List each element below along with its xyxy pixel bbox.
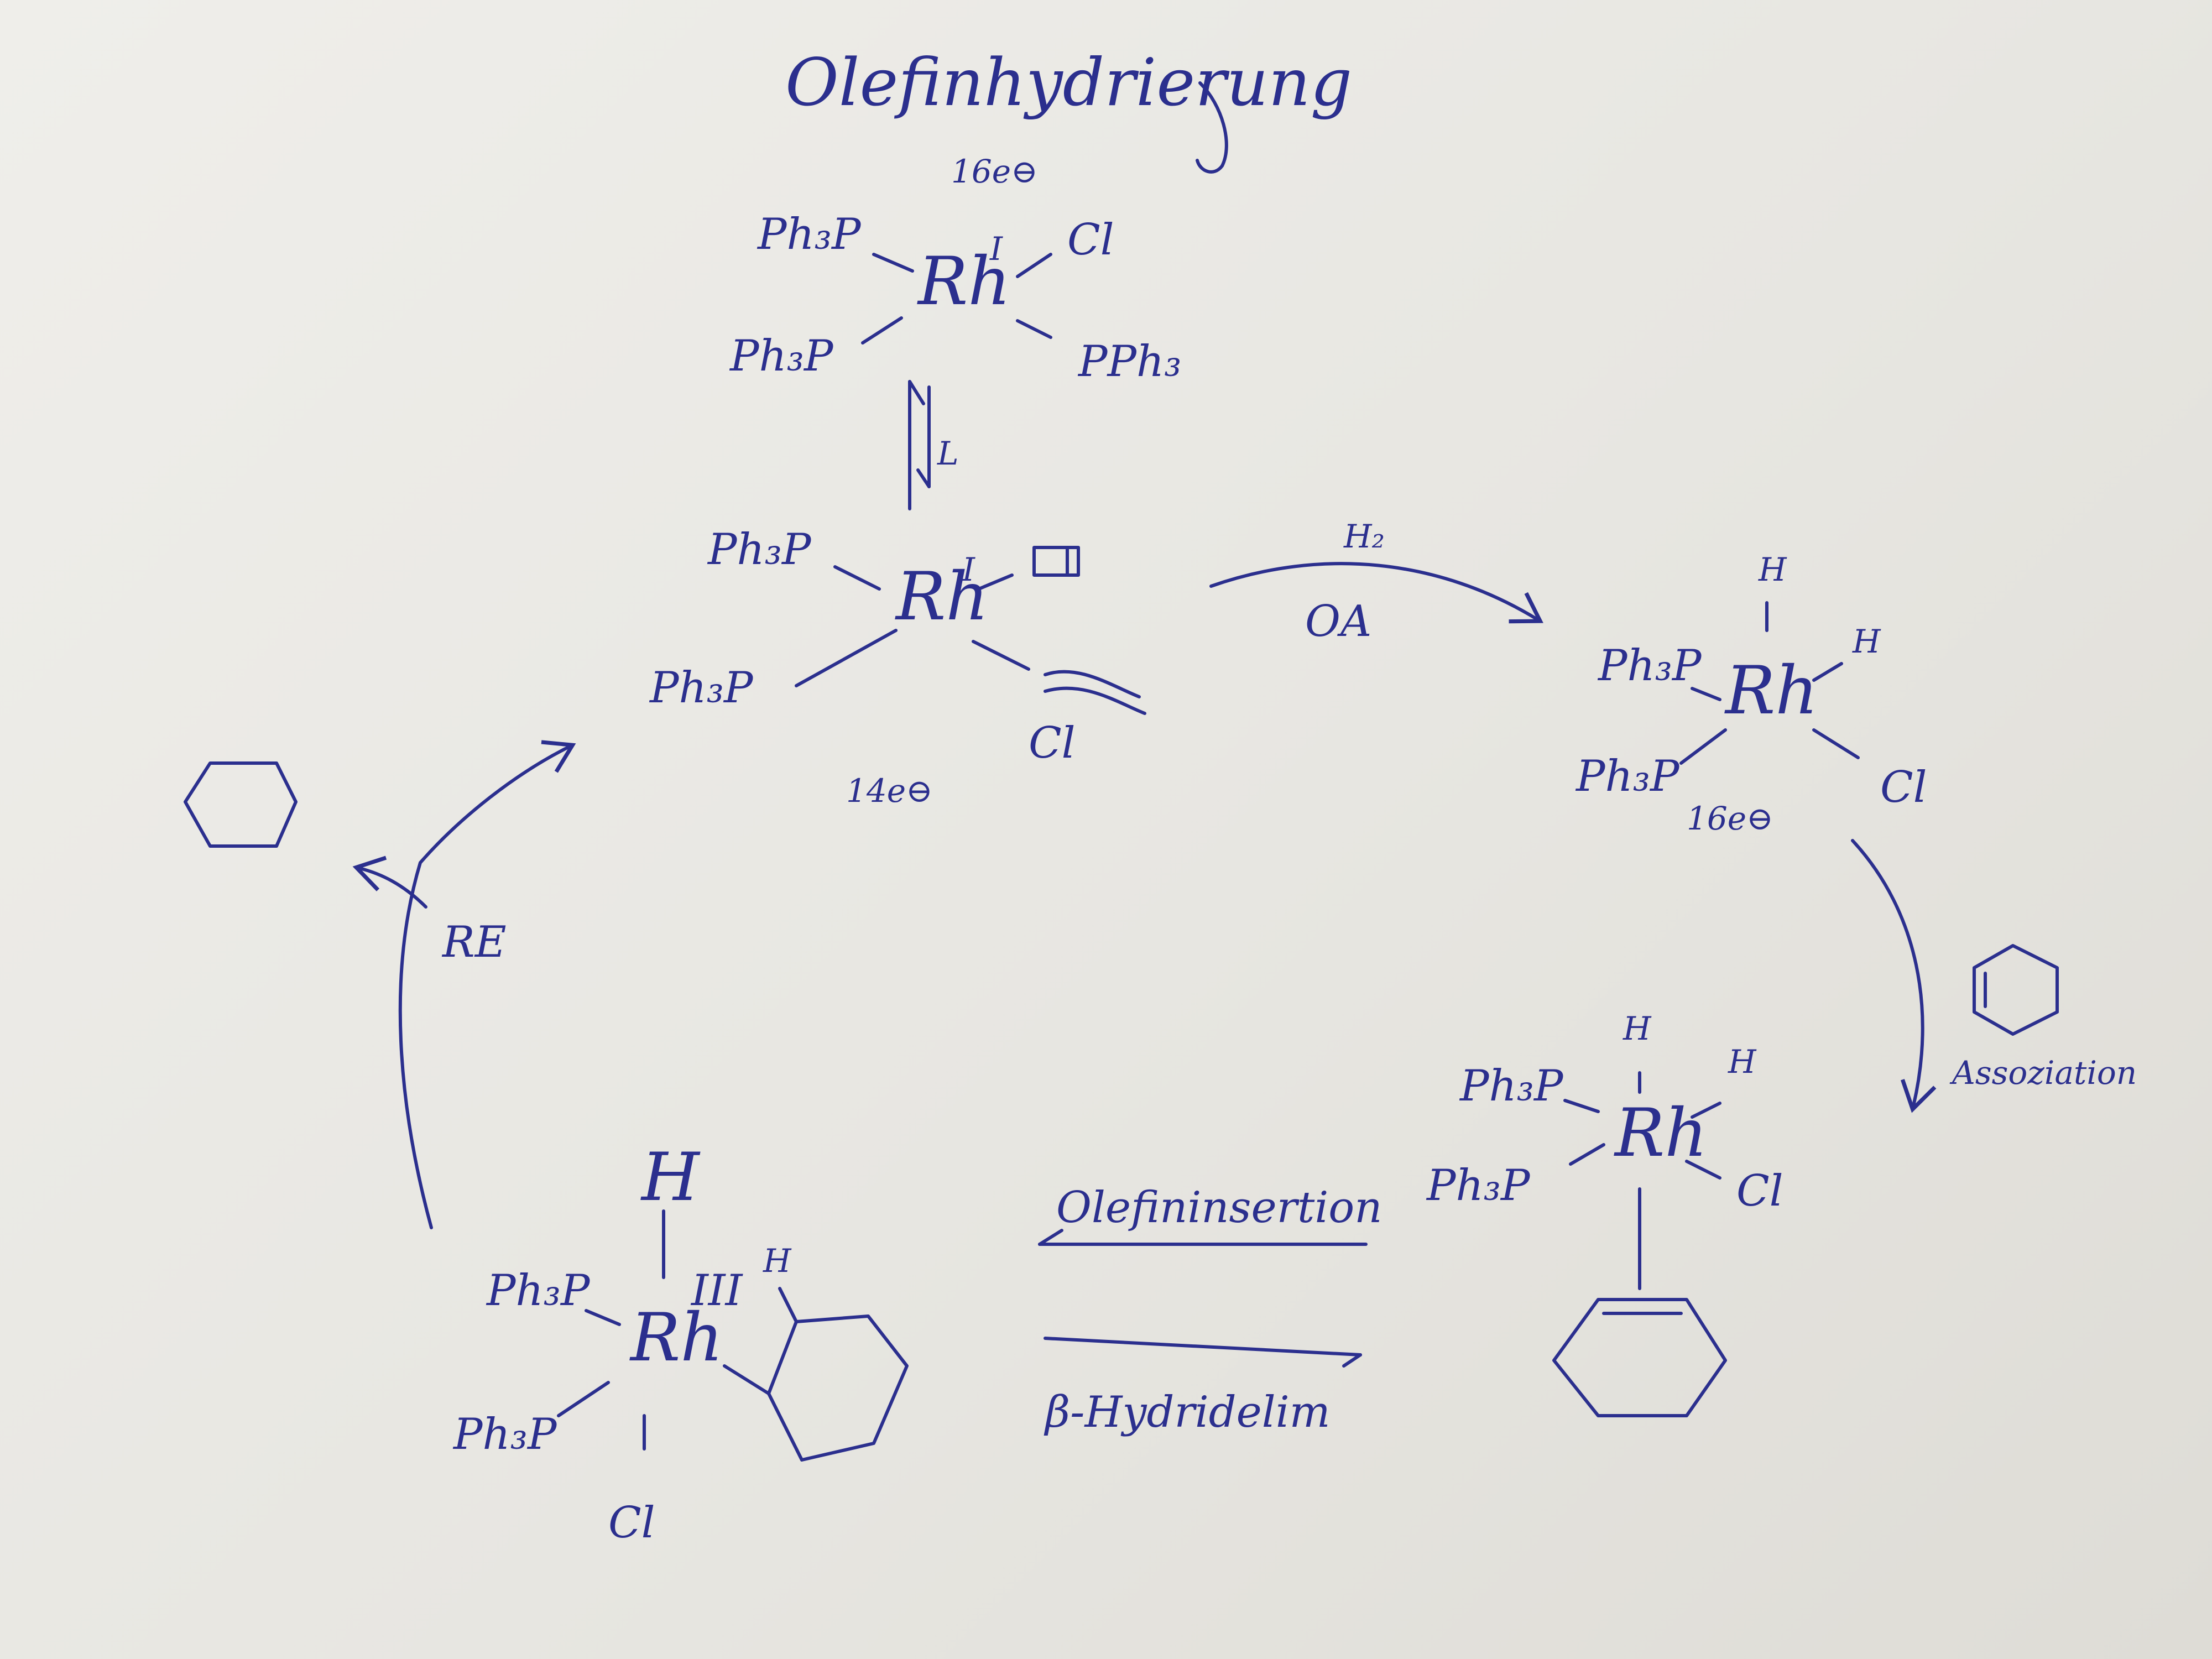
olefin-complex-h-top: H — [1623, 1010, 1652, 1047]
coordinated-cyclohexene-icon — [1552, 1298, 1727, 1417]
oa-product-metal: Rh — [1724, 653, 1818, 729]
re-arrow — [398, 740, 576, 1229]
wilkinson-ligand-bl: Ph₃P — [729, 331, 834, 381]
elimination-label: β-Hydridelim — [1044, 1387, 1331, 1437]
association-arrow — [1851, 839, 1937, 1113]
alkyl-complex-h-ring: H — [763, 1242, 792, 1280]
insertion-label: Olefininsertion — [1056, 1183, 1382, 1233]
dissociation-equilibrium-arrows — [908, 380, 931, 510]
wilkinson-ligand-tr: Cl — [1067, 215, 1114, 265]
oa-label: OA — [1305, 597, 1371, 646]
oa-product-bonds — [1679, 601, 1860, 765]
wilkinson-ligand-tl: Ph₃P — [757, 210, 862, 259]
elimination-arrow — [1044, 1337, 1362, 1357]
olefin-complex-ligand-br: Cl — [1736, 1166, 1783, 1216]
active-oxidation-state: I — [962, 551, 975, 588]
alkyl-complex-bonds — [557, 1209, 770, 1451]
alkyl-complex-ligand-bl: Ph₃P — [452, 1410, 557, 1459]
oa-reagent: H₂ — [1343, 518, 1385, 555]
active-metal: Rh — [895, 559, 989, 635]
oa-product-h-top: H — [1758, 551, 1787, 588]
alkyl-complex-ligand-bottom: Cl — [608, 1498, 655, 1548]
alkyl-complex-ligand-tl: Ph₃P — [486, 1266, 591, 1316]
olefin-complex-bonds — [1563, 1071, 1721, 1290]
oa-product-ligand-bl: Ph₃P — [1575, 752, 1680, 801]
olefin-complex-metal: Rh — [1614, 1095, 1708, 1172]
title-underline-flourish — [1196, 81, 1228, 174]
active-electron-count: 14e⊖ — [846, 772, 933, 810]
crossed-out-pph3 — [1044, 670, 1146, 715]
active-bonds — [795, 565, 1030, 687]
cyclohexene-reagent-icon — [1973, 944, 2059, 1036]
cyclohexane-product-icon — [184, 761, 298, 848]
wilkinson-oxidation-state: I — [989, 230, 1003, 268]
alkyl-complex-oxidation-state: III — [690, 1266, 744, 1316]
olefin-complex-h-right: H — [1728, 1043, 1757, 1081]
oa-product-ligand-tl: Ph₃P — [1597, 641, 1702, 691]
olefin-complex-ligand-bl: Ph₃P — [1426, 1161, 1531, 1211]
re-label: RE — [441, 917, 507, 967]
re-branch-arrow — [352, 855, 427, 909]
oa-product-ligand-br: Cl — [1880, 763, 1927, 812]
insertion-arrow-head — [1038, 1229, 1063, 1246]
elimination-arrow-head — [1342, 1353, 1362, 1368]
empty-coordination-site — [1032, 546, 1080, 577]
active-ligand-tl: Ph₃P — [707, 525, 812, 575]
olefin-complex-ligand-tl: Ph₃P — [1459, 1061, 1564, 1111]
oa-product-h-right: H — [1852, 623, 1881, 660]
wilkinson-electron-count: 16e⊖ — [951, 153, 1038, 190]
title: Olefinhydrierung — [785, 44, 1352, 121]
association-label: Assoziation — [1949, 1054, 2137, 1092]
alkyl-complex-h-top: H — [640, 1139, 701, 1216]
wilkinson-ligand-br: PPh₃ — [1077, 337, 1181, 387]
wilkinson-metal: Rh — [917, 243, 1011, 320]
alkyl-complex-metal: Rh — [629, 1300, 723, 1376]
active-ligand-br: Cl — [1029, 718, 1076, 768]
wilkinson-bonds — [861, 253, 1052, 345]
dissociation-label: L — [937, 435, 959, 472]
active-ligand-bl: Ph₃P — [649, 663, 754, 713]
oa-arrow — [1209, 562, 1543, 624]
oa-product-electron-count: 16e⊖ — [1687, 800, 1773, 837]
cyclohexyl-ring-icon — [767, 1287, 909, 1462]
